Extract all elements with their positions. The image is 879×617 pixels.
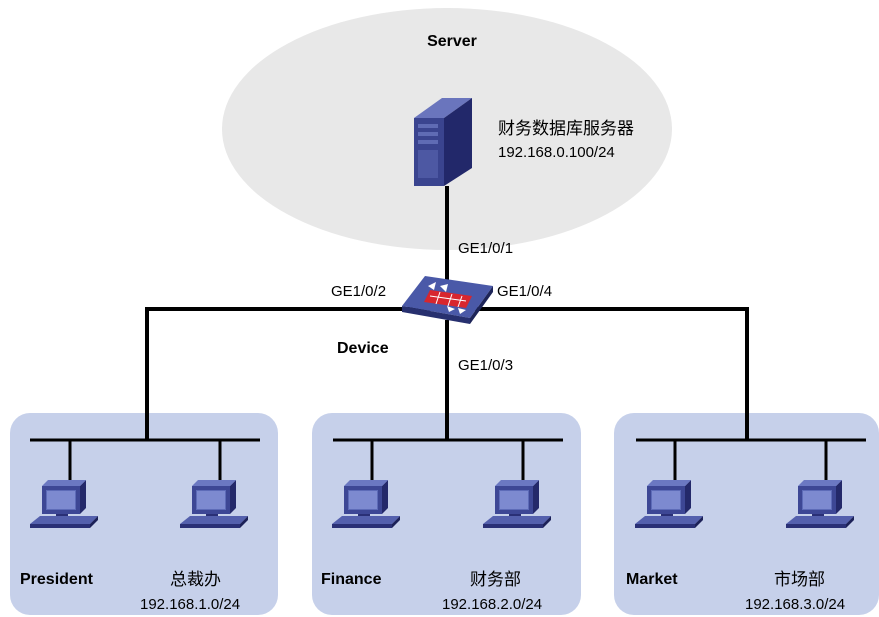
- dept-subnet: 192.168.1.0/24: [140, 596, 240, 613]
- port-label-ge4: GE1/0/4: [497, 283, 552, 300]
- lan-zone-market: [614, 413, 879, 615]
- port-label-ge2: GE1/0/2: [331, 283, 386, 300]
- port-label-ge3: GE1/0/3: [458, 357, 513, 374]
- lan-zone-finance: [312, 413, 581, 615]
- dept-name-cn: 市场部: [774, 570, 825, 589]
- dept-name-en: Market: [626, 571, 678, 588]
- firewall-switch-icon: [402, 276, 493, 324]
- server-tower-icon: [414, 98, 472, 186]
- dept-subnet: 192.168.2.0/24: [442, 596, 542, 613]
- dept-name-cn: 总裁办: [170, 570, 221, 589]
- dept-name-en: President: [20, 571, 94, 588]
- server-name: 财务数据库服务器: [498, 119, 634, 138]
- dept-name-cn: 财务部: [470, 570, 521, 589]
- link-device-market: [455, 307, 749, 440]
- server-zone-label: Server: [427, 33, 477, 50]
- links: [30, 186, 866, 482]
- server-ip: 192.168.0.100/24: [498, 144, 615, 161]
- dept-subnet: 192.168.3.0/24: [745, 596, 845, 613]
- device-label: Device: [337, 340, 389, 357]
- port-label-ge1: GE1/0/1: [458, 240, 513, 257]
- lan-zone-president: [10, 413, 278, 615]
- dept-name-en: Finance: [321, 571, 382, 588]
- link-device-president: [145, 307, 440, 440]
